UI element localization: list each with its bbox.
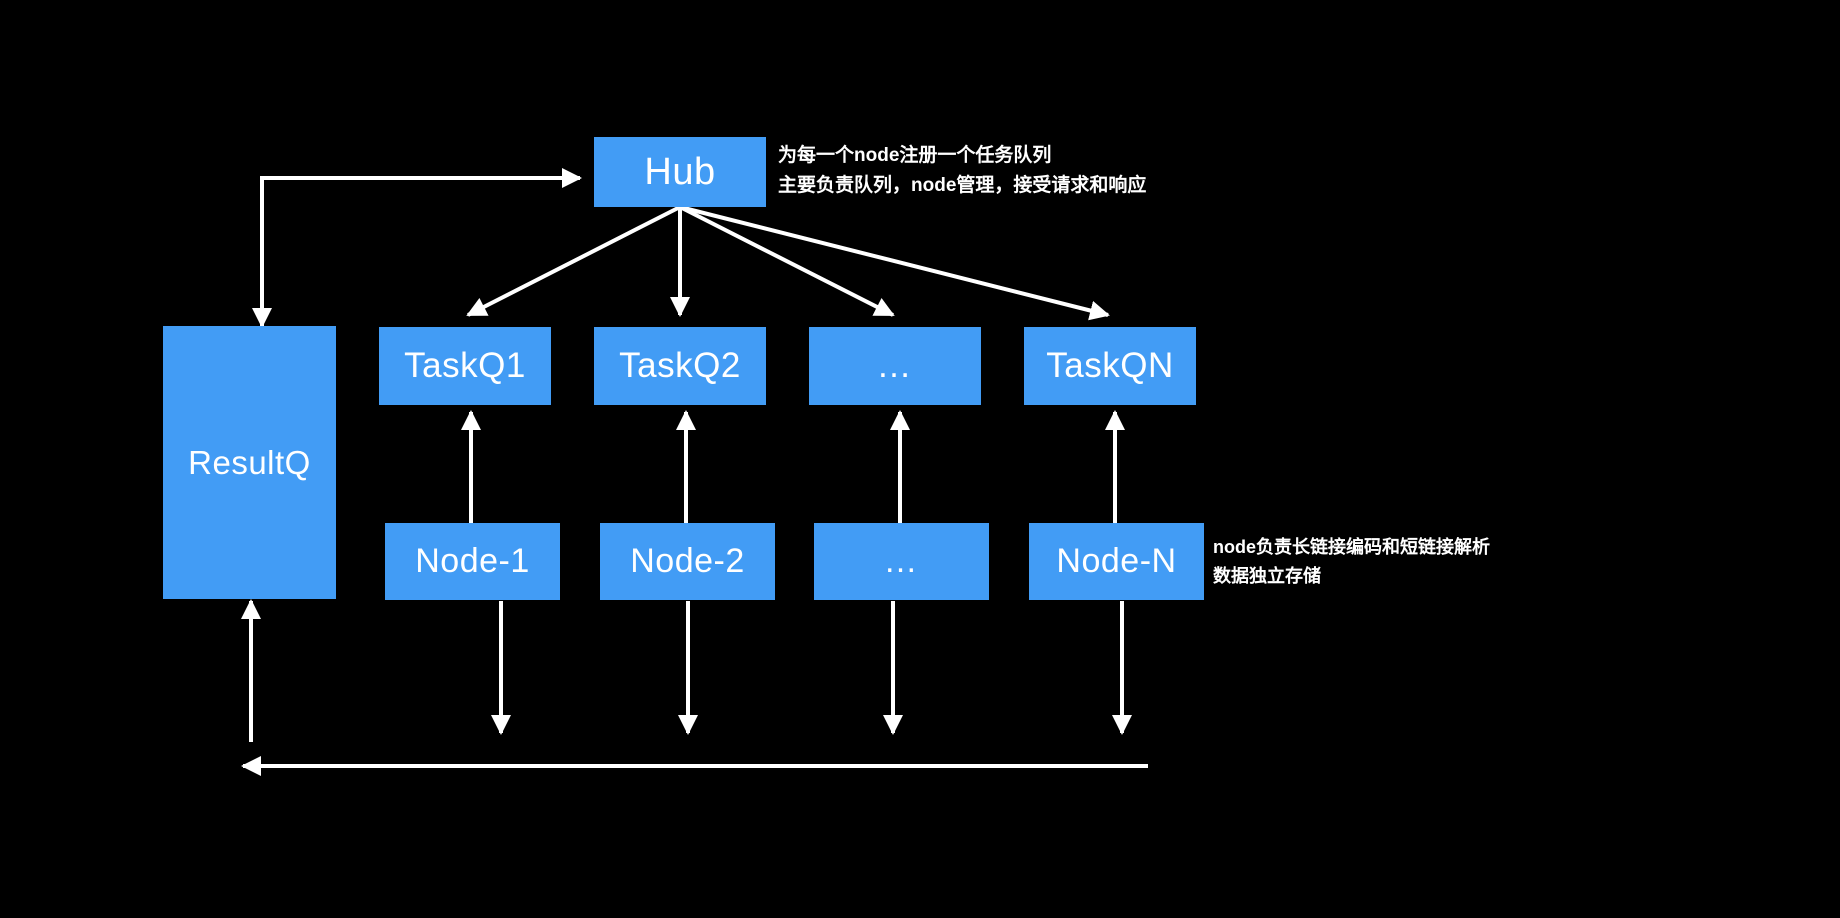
node-ellipsis-label: …	[883, 542, 920, 580]
taskq2-label: TaskQ2	[619, 346, 741, 385]
node-2-label: Node-2	[630, 542, 745, 580]
hub-label: Hub	[644, 150, 716, 193]
node-ellipsis-box[interactable]: …	[814, 523, 989, 600]
node-annotation: node负责长链接编码和短链接解析 数据独立存储	[1213, 533, 1490, 591]
node-1-box[interactable]: Node-1	[385, 523, 560, 600]
resultq-label: ResultQ	[188, 443, 311, 481]
taskqn-label: TaskQN	[1046, 346, 1174, 385]
node-2-box[interactable]: Node-2	[600, 523, 775, 600]
taskq1-label: TaskQ1	[404, 346, 526, 385]
hub-annotation: 为每一个node注册一个任务队列 主要负责队列，node管理，接受请求和响应	[778, 141, 1146, 201]
resultq-box[interactable]: ResultQ	[163, 326, 336, 599]
hub-box[interactable]: Hub	[594, 137, 766, 207]
node-annotation-line-1: node负责长链接编码和短链接解析	[1213, 537, 1490, 557]
node-n-box[interactable]: Node-N	[1029, 523, 1204, 600]
taskq1-box[interactable]: TaskQ1	[379, 327, 551, 405]
node-annotation-line-2: 数据独立存储	[1213, 566, 1321, 586]
connector-resultq-to-hub	[252, 168, 582, 328]
taskq-ellipsis-label: …	[876, 346, 914, 385]
taskqn-box[interactable]: TaskQN	[1024, 327, 1196, 405]
taskq-ellipsis-box[interactable]: …	[809, 327, 981, 405]
hub-annotation-line-2: 主要负责队列，node管理，接受请求和响应	[778, 175, 1147, 196]
node-n-label: Node-N	[1056, 542, 1177, 580]
node-1-label: Node-1	[415, 542, 530, 580]
taskq2-box[interactable]: TaskQ2	[594, 327, 766, 405]
connector-bus-to-resultq	[241, 599, 1148, 776]
connector-hub-to-taskq-ellipsis	[679, 205, 895, 317]
connector-hub-to-taskqn	[679, 205, 1110, 321]
hub-annotation-line-1: 为每一个node注册一个任务队列	[778, 145, 1052, 166]
connector-hub-to-taskq1	[466, 205, 681, 317]
